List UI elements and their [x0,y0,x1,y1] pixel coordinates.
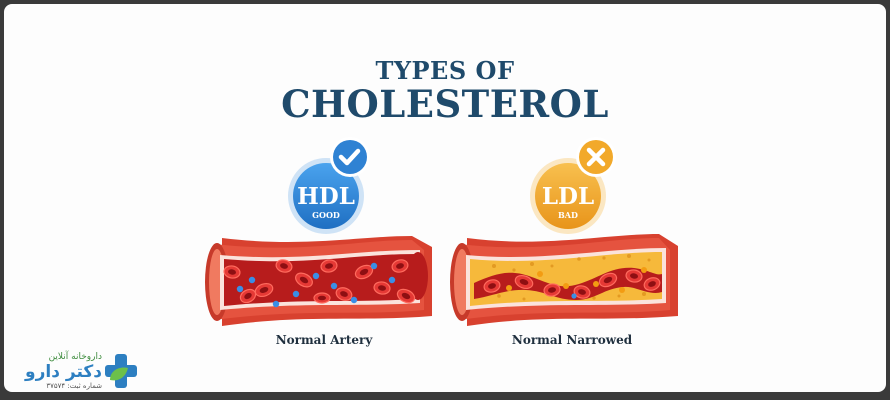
caption-normal-artery: Normal Artery [275,333,373,347]
red-blood-cell [254,282,274,298]
infographic-card: TYPES OF CHOLESTEROL HDL GOOD [4,4,886,392]
ldl-particle [537,271,543,277]
ldl-particle [506,285,512,291]
logo-registration: شماره ثبت: ۳۷۵۷۴ [46,382,102,390]
red-blood-cell [320,259,338,273]
red-blood-cell [223,265,241,279]
red-blood-cell [313,292,331,304]
ldl-particle [641,267,647,273]
ldl-badge: LDL BAD [530,137,616,234]
ldl-particle [619,287,625,293]
check-icon [330,137,370,177]
ldl-particle [593,281,599,287]
ldl-particles [506,267,647,299]
red-blood-cell [625,269,643,283]
caption-normal-narrowed: Normal Narrowed [511,333,633,347]
hdl-particles [236,262,396,308]
red-blood-cell [514,274,534,290]
red-blood-cell [239,288,257,304]
hdl-particle [236,285,244,293]
hdl-particle [388,276,396,284]
red-blood-cell [373,281,391,295]
hdl-particle [330,282,338,290]
hdl-particle [350,296,358,304]
ldl-label: LDL [542,183,594,210]
pharmacy-logo: داروخانه آنلاین دکتر دارو شماره ثبت: ۳۷۵… [16,350,140,392]
red-blood-cell [483,279,501,293]
ldl-sublabel: BAD [558,210,578,220]
red-blood-cell [295,272,313,288]
blood-cells-left [223,259,416,304]
hdl-sublabel: GOOD [312,210,340,220]
cross-icon [576,137,616,177]
hdl-particle [370,262,378,270]
hdl-label: HDL [297,183,355,210]
narrowed-artery [450,234,678,326]
red-blood-cell [354,264,374,280]
artery-illustration: HDL GOOD LDL BAD [205,137,678,326]
red-blood-cell [598,272,618,288]
hdl-particle [292,290,300,298]
hdl-particle [571,293,577,299]
hdl-particle [312,272,320,280]
normal-artery [205,236,432,326]
logo-text: داروخانه آنلاین دکتر دارو شماره ثبت: ۳۷۵… [16,352,102,391]
red-blood-cell [335,287,353,301]
title-types-of: TYPES OF [375,56,515,85]
hdl-badge: HDL GOOD [288,137,370,234]
leaf-cross-icon [105,354,137,388]
title-cholesterol: CHOLESTEROL [281,82,609,126]
red-blood-cell [396,288,416,304]
hdl-particle [272,300,280,308]
red-blood-cell [643,277,661,291]
hdl-particle [248,276,256,284]
blood-cells-right [483,269,661,299]
red-blood-cell [275,259,293,273]
red-blood-cell [391,259,409,273]
logo-tagline: داروخانه آنلاین [48,352,102,362]
ldl-particle [563,283,569,289]
logo-name: دکتر دارو [25,362,102,382]
red-blood-cell [543,283,561,297]
red-blood-cell [573,285,591,299]
